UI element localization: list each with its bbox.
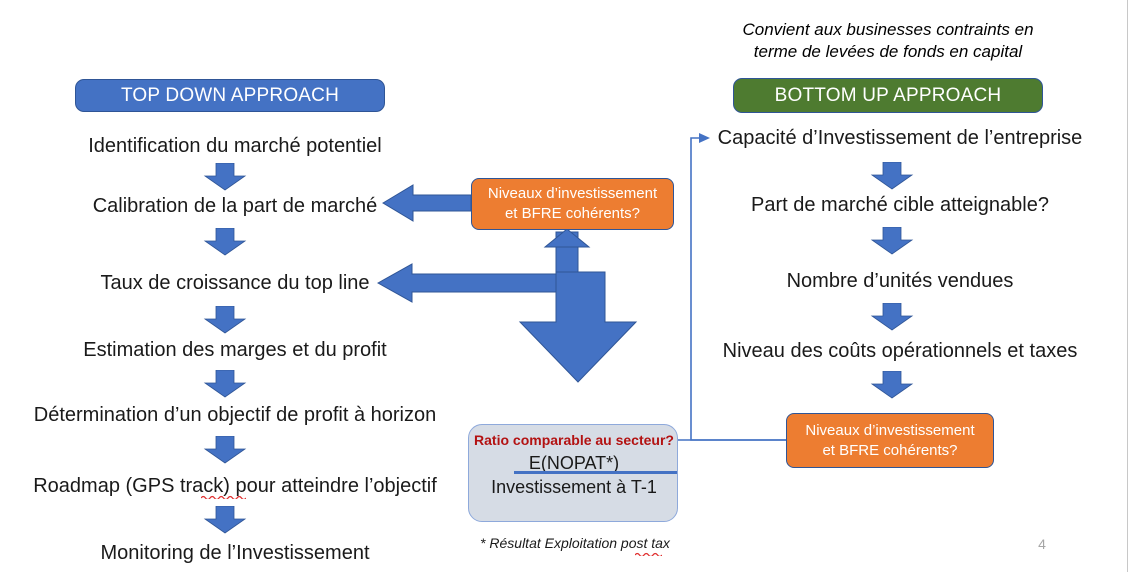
page-right-margin bbox=[1128, 0, 1135, 572]
arrow-down-icon bbox=[203, 163, 247, 191]
bottom-up-approach-banner[interactable]: BOTTOM UP APPROACH bbox=[733, 78, 1043, 113]
big-down-arrow-to-ratio bbox=[518, 271, 638, 383]
ratio-box-title: Ratio comparable au secteur? bbox=[474, 432, 674, 448]
bottom-up-caption-line1: Convient aux businesses contraints en bbox=[742, 20, 1034, 39]
bottom-up-caption: Convient aux businesses contraints en te… bbox=[733, 19, 1043, 64]
ratio-numerator: E(NOPAT*) bbox=[528, 453, 620, 473]
feedback-arrow-up-to-orange bbox=[555, 231, 579, 275]
spellcheck-squiggle-icon bbox=[201, 495, 246, 499]
top-down-approach-banner[interactable]: TOP DOWN APPROACH bbox=[75, 79, 385, 112]
bottom-right-orange-line2: et BFRE cohérents? bbox=[822, 441, 958, 459]
step-estimation-marges-profit: Estimation des marges et du profit bbox=[83, 339, 387, 361]
step-monitoring-investissement: Monitoring de l’Investissement bbox=[100, 542, 370, 564]
center-orange-line2: et BFRE cohérents? bbox=[504, 205, 641, 222]
arrow-down-icon bbox=[870, 162, 914, 190]
step-capacite-investissement: Capacité d’Investissement de l’entrepris… bbox=[717, 127, 1083, 149]
arrow-down-icon bbox=[870, 371, 914, 399]
step-roadmap-gps-track: Roadmap (GPS track) pour atteindre l’obj… bbox=[33, 475, 437, 497]
bottom-right-orange-line1: Niveaux d’investissement bbox=[805, 421, 975, 439]
bottom-up-caption-line2: terme de levées de fonds en capital bbox=[753, 42, 1023, 62]
step-niveau-couts-operationnels: Niveau des coûts opérationnels et taxes bbox=[722, 340, 1078, 362]
arrow-down-icon bbox=[203, 506, 247, 534]
ratio-denominator: Investissement à T-1 bbox=[491, 477, 657, 497]
step-part-de-marche-cible: Part de marché cible atteignable? bbox=[751, 194, 1049, 216]
top-down-approach-label: TOP DOWN APPROACH bbox=[120, 84, 340, 106]
arrow-down-icon bbox=[870, 227, 914, 255]
bottom-up-approach-label: BOTTOM UP APPROACH bbox=[774, 84, 1002, 106]
step-nombre-unites-vendues: Nombre d’unités vendues bbox=[786, 270, 1014, 292]
ratio-formula-box[interactable]: Ratio comparable au secteur? E(NOPAT*) I… bbox=[468, 424, 678, 522]
ratio-footnote: * Résultat Exploitation post tax bbox=[480, 535, 670, 551]
arrow-down-icon bbox=[203, 436, 247, 464]
feedback-arrow-up-head bbox=[543, 228, 591, 248]
step-determination-objectif-profit: Détermination d’un objectif de profit à … bbox=[33, 404, 437, 426]
bottom-right-orange-question-box[interactable]: Niveaux d’investissement et BFRE cohéren… bbox=[786, 413, 994, 468]
fraction-bar bbox=[514, 471, 677, 474]
arrow-down-icon bbox=[203, 370, 247, 398]
step-taux-de-croissance-top-line: Taux de croissance du top line bbox=[100, 272, 370, 294]
arrow-down-icon bbox=[203, 228, 247, 256]
arrow-down-icon bbox=[203, 306, 247, 334]
step-calibration-part-de-marche: Calibration de la part de marché bbox=[92, 195, 378, 217]
page-number: 4 bbox=[1038, 536, 1046, 552]
page-right-rule bbox=[1127, 0, 1128, 572]
center-orange-question-box[interactable]: Niveaux d’investissement et BFRE cohéren… bbox=[471, 178, 674, 230]
spellcheck-squiggle-icon bbox=[635, 552, 662, 556]
step-identification-marche-potentiel: Identification du marché potentiel bbox=[88, 135, 382, 157]
arrow-down-icon bbox=[870, 303, 914, 331]
center-orange-line1: Niveaux d’investissement bbox=[487, 185, 658, 203]
